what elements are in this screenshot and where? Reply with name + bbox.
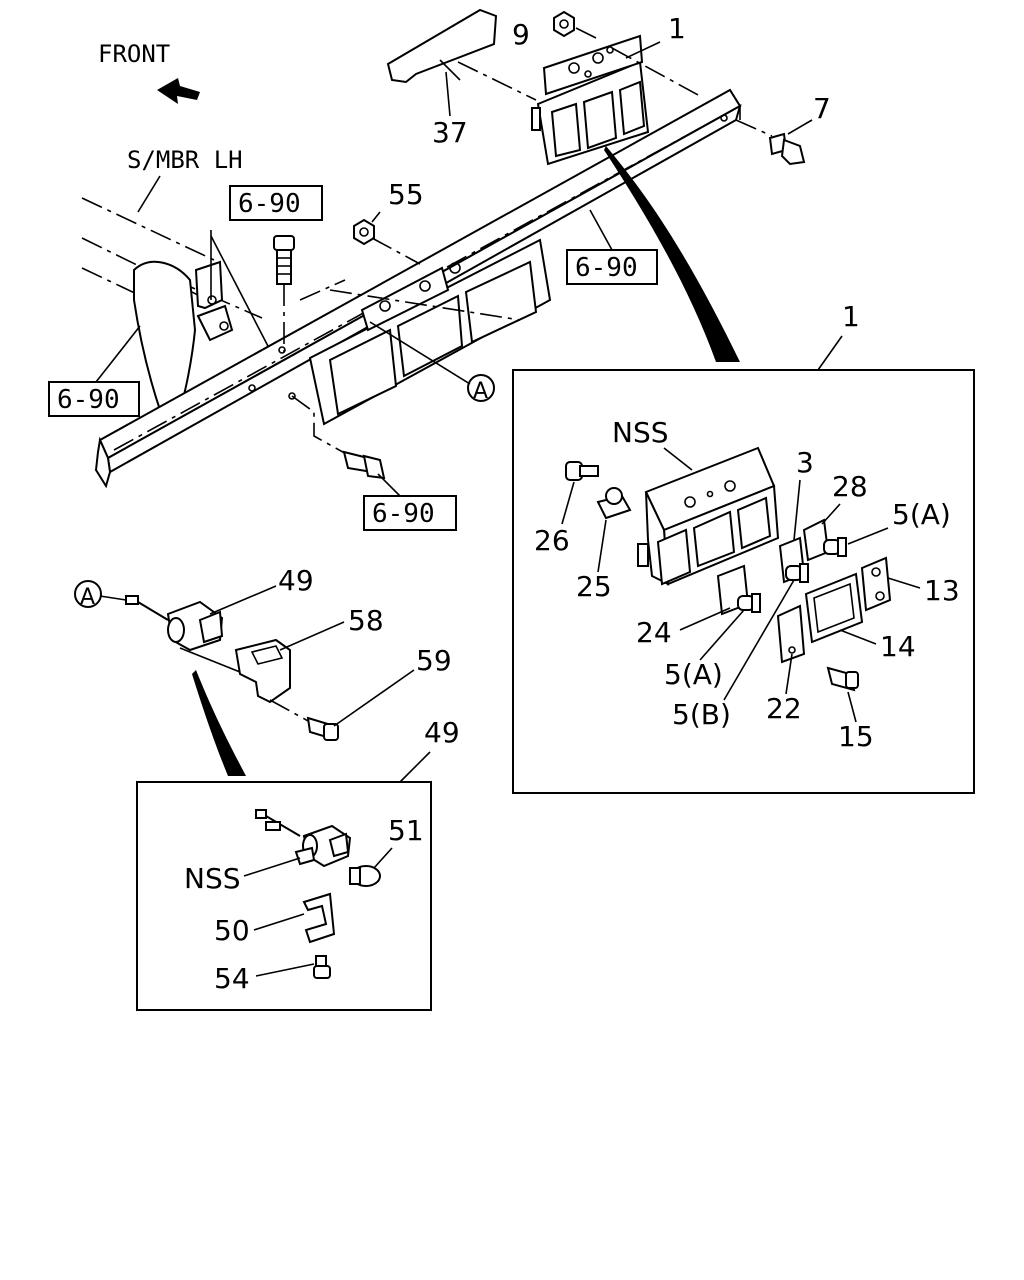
ref-box-6-90-lower (363, 495, 457, 531)
nut-55 (353, 218, 421, 265)
bolt-7 (735, 119, 806, 166)
label-part-55: 55 (388, 178, 424, 211)
label-part-5b: 5(B) (672, 698, 731, 731)
bulb-5b (785, 563, 809, 583)
reference-a-circle-lower (74, 580, 102, 608)
label-part-9: 9 (512, 18, 530, 51)
bulb-5a-upper (823, 537, 847, 557)
bolt-upper (273, 235, 295, 352)
label-part-13: 13 (924, 574, 960, 607)
cover-13 (860, 556, 892, 612)
label-part-59: 59 (416, 644, 452, 677)
detail-lamp-housing (637, 446, 780, 586)
ref-box-6-90-left (48, 381, 140, 417)
leader-arrow-top-icon (604, 146, 740, 362)
cover-22 (776, 604, 806, 664)
front-arrow-icon (157, 78, 200, 104)
screw-26 (565, 461, 599, 481)
detail-socket (255, 809, 352, 868)
side-member-leader (137, 175, 161, 213)
label-part-28: 28 (832, 470, 868, 503)
gasket-28 (802, 518, 830, 562)
bracket-hole (207, 295, 217, 305)
label-part-15: 15 (838, 720, 874, 753)
label-part-25: 25 (576, 570, 612, 603)
label-part-26: 26 (534, 524, 570, 557)
detail-box-part-1 (512, 369, 975, 794)
ref-box-6-90-upper (229, 185, 323, 221)
bracket-37 (386, 8, 537, 101)
side-member-label: S/MBR LH (127, 146, 243, 174)
label-nss-detail1: NSS (612, 416, 669, 449)
label-part-14: 14 (880, 630, 916, 663)
socket-assembly-49 (99, 595, 241, 673)
bolt-lower (291, 395, 386, 480)
ref-6-90-left: 6-90 (57, 385, 120, 415)
reference-a-label: A (473, 379, 488, 404)
ref-6-90-upper: 6-90 (238, 189, 301, 219)
label-part-54: 54 (214, 962, 250, 995)
nut-9 (553, 10, 575, 38)
ref-6-90-lower: 6-90 (372, 499, 435, 529)
lens-14 (804, 572, 864, 644)
label-part-1-detail: 1 (842, 300, 860, 333)
label-part-50: 50 (214, 914, 250, 947)
lamp-housing-top (531, 34, 701, 166)
label-nss-detail49: NSS (184, 862, 241, 895)
mounting-bracket (133, 260, 197, 412)
bulb-51 (349, 865, 381, 887)
label-part-37: 37 (432, 116, 468, 149)
reference-a-circle (467, 374, 495, 402)
bracket-58 (234, 638, 291, 704)
label-part-7: 7 (813, 92, 831, 125)
bracket-plate (194, 260, 224, 310)
lamp-panel-mounted (299, 238, 552, 426)
screw-15 (826, 666, 859, 692)
bulb-5a-lower (737, 593, 761, 613)
label-part-51: 51 (388, 814, 424, 847)
screw-59 (269, 699, 339, 741)
label-part-49-detail: 49 (424, 716, 460, 749)
front-label: FRONT (98, 40, 170, 68)
clip-25 (596, 487, 632, 520)
leader-arrow-bottom-icon (192, 670, 246, 776)
label-part-58: 58 (348, 604, 384, 637)
label-part-22: 22 (766, 692, 802, 725)
bracket-clip (196, 304, 234, 342)
label-part-1-top: 1 (668, 12, 686, 45)
label-part-5a-lower: 5(A) (664, 658, 723, 691)
detail-box-part-49 (136, 781, 432, 1011)
label-part-49-main: 49 (278, 564, 314, 597)
clip-50 (302, 892, 336, 944)
screw-54 (313, 955, 331, 979)
label-part-5a-upper: 5(A) (892, 498, 951, 531)
reference-a-label-lower: A (80, 585, 95, 610)
ref-6-90-right: 6-90 (575, 253, 638, 283)
label-part-24: 24 (636, 616, 672, 649)
label-part-3: 3 (796, 446, 814, 479)
